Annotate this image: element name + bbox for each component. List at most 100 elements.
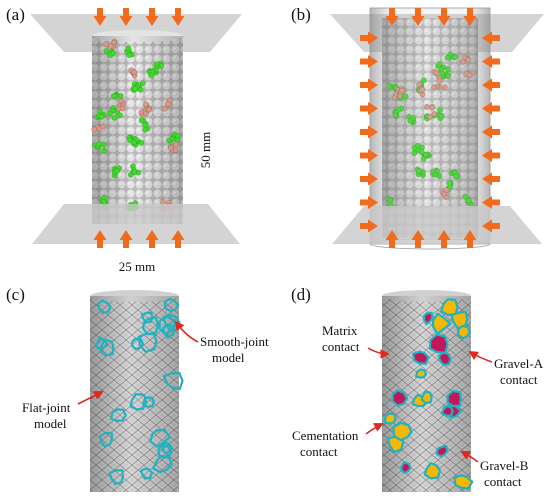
gravel-cluster xyxy=(146,68,156,79)
smooth-joint-ring xyxy=(99,338,115,357)
gravel-contact-ring xyxy=(440,404,454,417)
load-arrow xyxy=(119,230,133,248)
flat-joint-label-line2: model xyxy=(34,416,67,431)
gravel-contact-ring xyxy=(422,311,434,326)
load-arrow xyxy=(411,8,425,26)
smooth-joint-ring xyxy=(108,469,125,486)
gravel-cluster xyxy=(116,98,126,112)
load-arrow xyxy=(482,219,500,233)
gravel-cluster xyxy=(127,163,142,178)
gravel-cluster xyxy=(143,101,153,117)
gravel-cluster xyxy=(128,67,138,79)
gravel-contact-ring xyxy=(457,325,471,340)
gravel-contact-ring xyxy=(383,412,397,425)
gravel-contact-ring xyxy=(423,462,442,480)
gravel-cluster xyxy=(111,165,122,179)
panel-d-label: (d) xyxy=(291,285,311,304)
load-arrow xyxy=(482,55,500,68)
load-arrow xyxy=(385,8,399,26)
smooth-joint-ring xyxy=(99,431,113,448)
load-arrow xyxy=(437,230,451,248)
load-arrow xyxy=(385,230,399,248)
load-arrow xyxy=(482,172,500,186)
load-arrow xyxy=(482,31,500,45)
load-arrow xyxy=(482,125,500,139)
confining-pressure-arrows-right xyxy=(482,31,500,233)
gravel-contact-ring xyxy=(428,333,449,354)
panel-a: (a) 50 mm 25 mm xyxy=(6,5,242,274)
smooth-joint-ring xyxy=(110,408,127,422)
load-arrow xyxy=(482,196,500,209)
confining-membrane xyxy=(369,7,491,250)
panel-c: (c) Smooth-joint model Flat-joint model xyxy=(6,285,269,492)
smooth-joint-ring xyxy=(94,336,109,351)
load-arrow xyxy=(360,55,378,68)
gravel-a-contact-label-line2: contact xyxy=(500,372,538,387)
gravel-contact-ring xyxy=(420,390,433,405)
smooth-joint-ring xyxy=(140,467,153,480)
gravel-cluster xyxy=(103,48,117,58)
load-arrow xyxy=(93,230,107,248)
smooth-joint-ring xyxy=(161,441,173,455)
gravel-a-contact-label-line1: Gravel-A xyxy=(494,356,544,371)
matrix-contact-arrow xyxy=(367,347,390,359)
smooth-joint-ring xyxy=(96,299,112,314)
gravel-contact-ring xyxy=(435,444,449,458)
smooth-joint-label-line2: model xyxy=(212,350,245,365)
load-arrow xyxy=(360,219,378,233)
panel-a-label: (a) xyxy=(6,5,25,24)
load-arrow xyxy=(482,149,500,162)
gravel-cluster xyxy=(166,131,181,144)
axial-load-arrows-bottom xyxy=(385,230,477,248)
smooth-joint-ring xyxy=(163,297,180,312)
confining-pressure-arrows-left xyxy=(360,31,378,233)
gravel-b-contact-arrow xyxy=(460,451,479,463)
flat-joint-arrow xyxy=(77,391,104,405)
gravel-cluster xyxy=(103,38,118,50)
load-arrow xyxy=(482,102,500,115)
cementation-contact-label-line2: contact xyxy=(300,444,338,459)
gravel-cluster xyxy=(110,92,124,99)
gravel-cluster xyxy=(92,141,108,154)
panel-b-label: (b) xyxy=(291,5,311,24)
load-arrow xyxy=(145,8,159,26)
panel-c-label: (c) xyxy=(6,285,25,304)
load-arrow xyxy=(482,78,500,92)
gravel-cluster xyxy=(152,60,165,76)
axial-load-arrows-bottom xyxy=(93,230,185,248)
gravel-cluster xyxy=(91,123,106,133)
smooth-joint-ring xyxy=(137,332,158,353)
load-arrow xyxy=(360,102,378,115)
load-arrow xyxy=(360,172,378,186)
gravel-a-contact-arrow xyxy=(468,351,493,363)
load-arrow xyxy=(119,8,133,26)
load-arrow xyxy=(437,8,451,26)
smooth-joint-ring xyxy=(141,316,159,336)
gravel-contact-ring xyxy=(437,351,452,366)
bonded-particle-model-cylinder xyxy=(90,290,184,492)
gravel-cluster xyxy=(126,134,137,147)
width-dimension-label: 25 mm xyxy=(119,259,155,274)
load-arrow xyxy=(360,196,378,209)
gravel-b-contact-label-line2: contact xyxy=(484,474,522,489)
cementation-contact-label-line1: Cementation xyxy=(292,428,359,443)
load-arrow xyxy=(93,8,107,26)
smooth-joint-ring xyxy=(157,443,173,459)
matrix-contact-label-line1: Matrix xyxy=(322,323,358,338)
axial-load-arrows-top xyxy=(385,8,477,26)
gravel-cluster xyxy=(107,105,123,121)
gravel-contact-ring xyxy=(446,389,462,408)
smooth-joint-ring xyxy=(162,372,184,391)
specimen-cylinder xyxy=(91,30,183,224)
cementation-contact-arrow xyxy=(365,423,384,435)
load-arrow xyxy=(171,230,185,248)
smooth-joint-label-line1: Smooth-joint xyxy=(200,334,269,349)
smooth-joint-ring xyxy=(129,392,148,411)
load-arrow xyxy=(171,8,185,26)
bottom-loading-plate xyxy=(32,204,240,244)
gravel-cluster xyxy=(130,84,144,93)
bottom-loading-plate xyxy=(332,206,542,244)
contact-model-cylinder xyxy=(382,290,474,492)
load-arrow xyxy=(463,230,477,248)
